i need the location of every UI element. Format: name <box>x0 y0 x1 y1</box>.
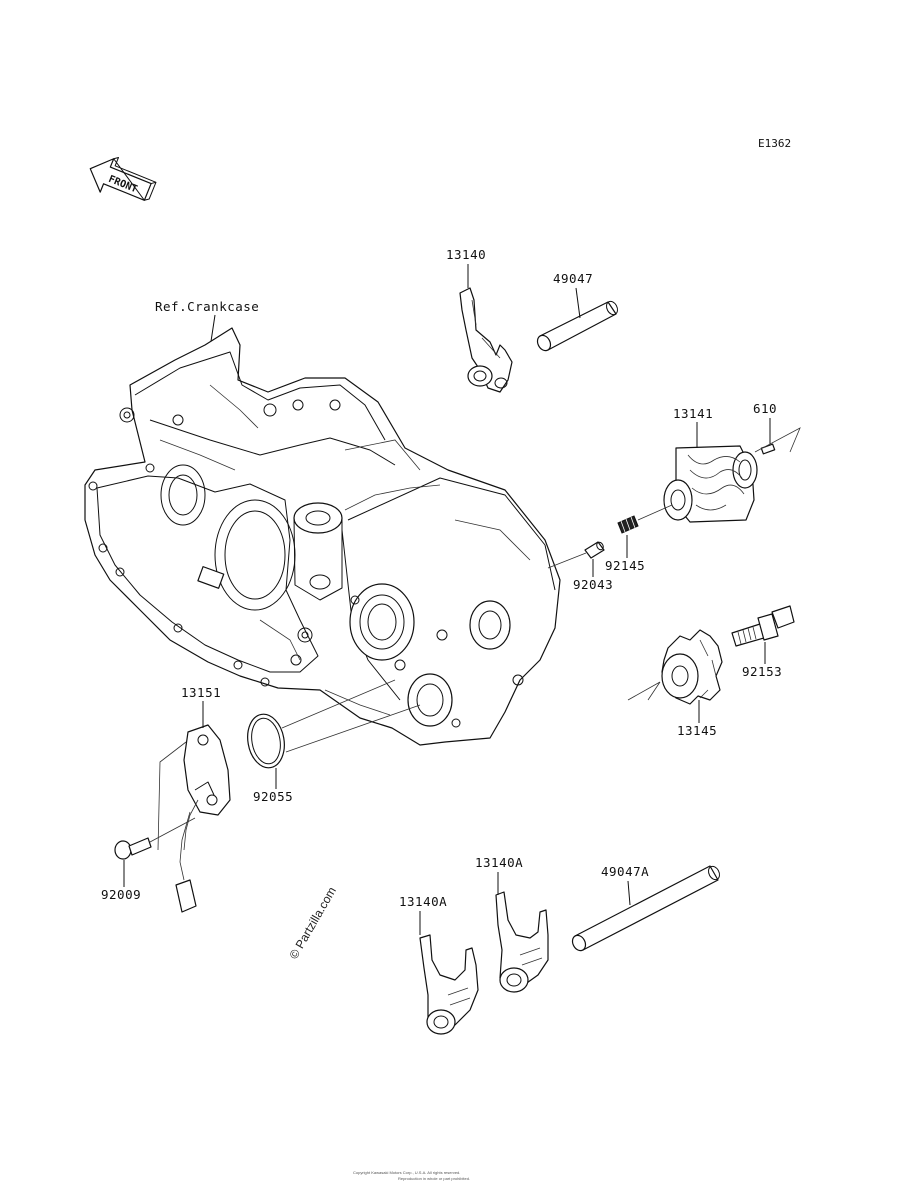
part-92153-bolt <box>731 605 795 647</box>
callout-49047: 49047 <box>553 271 593 286</box>
o-ring-axis-lines <box>281 679 421 753</box>
axis-line-13145 <box>627 681 661 701</box>
axis-line-610 <box>754 427 801 453</box>
callout-49047A: 49047A <box>601 864 649 879</box>
watermark: © Partzilla.com <box>286 884 339 961</box>
crankcase-illustration <box>84 327 561 746</box>
part-13140A-shift-fork-right <box>495 891 549 993</box>
part-610-pin <box>760 443 776 455</box>
part-13145-shift-cam <box>661 629 723 705</box>
part-92043-pin <box>584 541 605 559</box>
spring-axis-line <box>637 504 673 521</box>
callout-92055: 92055 <box>253 789 293 804</box>
callout-610: 610 <box>753 401 777 416</box>
part-13140A-shift-fork-left <box>419 934 479 1035</box>
part-92009-screw <box>114 837 152 860</box>
callout-13141: 13141 <box>673 406 713 421</box>
callout-92009: 92009 <box>101 887 141 902</box>
bracket-13151 <box>157 741 187 851</box>
callout-92153: 92153 <box>742 664 782 679</box>
callout-13151: 13151 <box>181 685 221 700</box>
callout-49047A-leader <box>627 880 631 906</box>
callout-13140A-left: 13140A <box>399 894 447 909</box>
pin-axis-line <box>547 552 587 569</box>
callout-92043: 92043 <box>573 577 613 592</box>
callout-49047-leader <box>575 287 581 319</box>
diagram-code: E1362 <box>758 137 791 150</box>
part-13151-neutral-switch <box>175 724 231 913</box>
callout-13140: 13140 <box>446 247 486 262</box>
callout-92145: 92145 <box>605 558 645 573</box>
screw-axis-line <box>149 817 196 843</box>
copyright-line-2: Reproduction in whole or part prohibited… <box>398 1176 470 1181</box>
part-92145-spring <box>617 515 639 534</box>
part-49047-shaft <box>536 300 619 352</box>
part-13141-shift-drum <box>663 445 758 523</box>
part-13140-shift-fork <box>459 287 513 393</box>
part-49047A-shaft <box>571 865 721 952</box>
copyright-line-1: Copyright Kawasaki Motors Corp., U.S.A. … <box>353 1170 460 1175</box>
front-arrow-icon: FRONT <box>89 156 157 201</box>
callout-13145: 13145 <box>677 723 717 738</box>
callout-13140A-right: 13140A <box>475 855 523 870</box>
ref-crankcase-label: Ref.Crankcase <box>155 299 259 314</box>
part-92055-o-ring <box>247 713 285 769</box>
